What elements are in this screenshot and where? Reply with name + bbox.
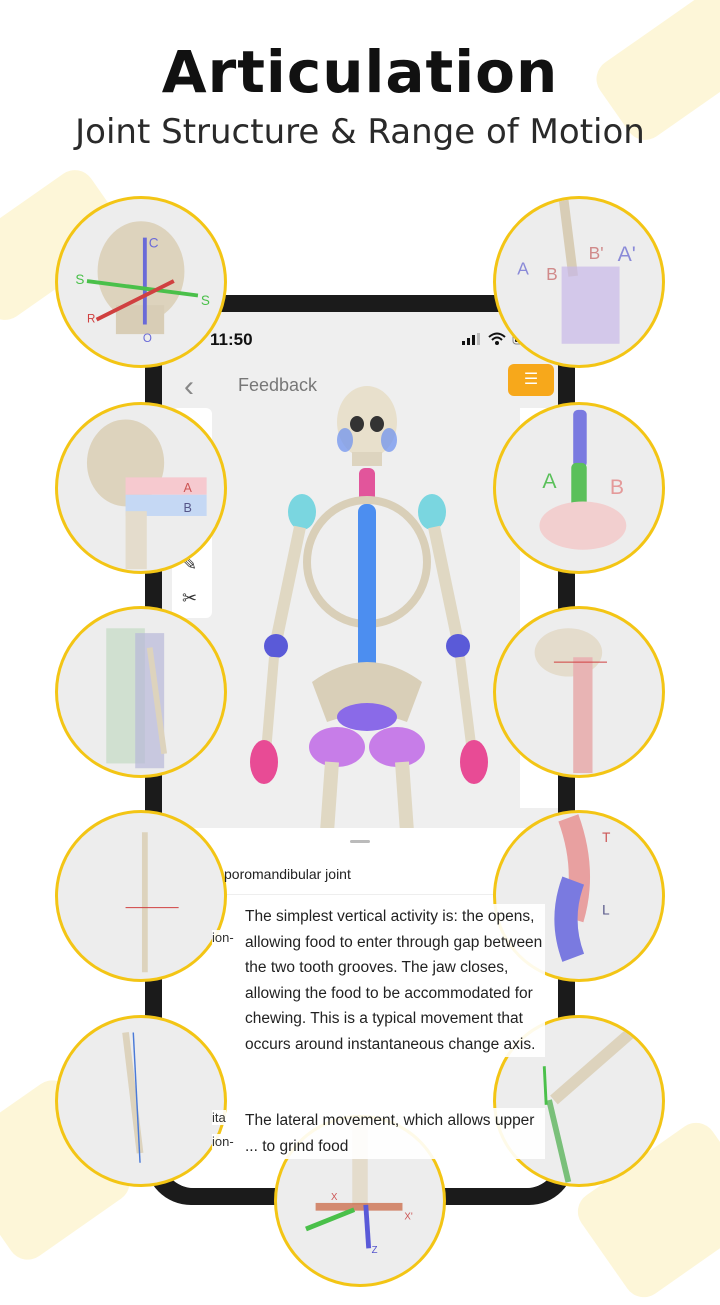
nav-title[interactable]: Feedback <box>238 375 318 395</box>
menu-button[interactable]: ☰ <box>508 364 554 396</box>
svg-text:L: L <box>602 902 610 917</box>
paragraph-2: The lateral movement, which allows upper… <box>245 1108 545 1159</box>
svg-text:X: X <box>331 1192 338 1203</box>
side-label: ion- <box>212 1134 234 1149</box>
svg-text:T: T <box>602 830 610 845</box>
wifi-icon <box>488 332 506 345</box>
paragraph-1: The simplest vertical activity is: the o… <box>245 904 545 1057</box>
phone-screen: 11:50 ‹ Feedback ☰ ✎ ✂ poromandibular jo… <box>162 312 558 1188</box>
svg-text:B: B <box>610 476 624 499</box>
page-title: Articulation <box>161 38 559 106</box>
back-button[interactable]: ‹ <box>184 370 194 403</box>
skeleton-model[interactable] <box>232 382 502 832</box>
spine-circle[interactable]: A B <box>493 402 665 574</box>
svg-text:O: O <box>143 333 152 345</box>
svg-text:A': A' <box>618 243 636 266</box>
forearm-axis-circle[interactable] <box>55 1015 227 1187</box>
svg-text:S: S <box>201 293 210 308</box>
drag-handle[interactable] <box>350 840 370 843</box>
svg-text:Z: Z <box>372 1245 378 1256</box>
svg-text:X': X' <box>404 1211 412 1222</box>
side-label: ita <box>212 1110 226 1125</box>
neck-planes-circle[interactable]: A B <box>55 402 227 574</box>
shoulder-planes-circle[interactable] <box>55 606 227 778</box>
joint-name: poromandibular joint <box>224 866 351 882</box>
svg-text:S: S <box>75 272 84 287</box>
scissors-icon[interactable]: ✂ <box>182 588 198 608</box>
skull-axes-circle[interactable]: C S S R O <box>55 196 227 368</box>
page-subtitle: Joint Structure & Range of Motion <box>75 112 645 152</box>
svg-text:A: A <box>517 258 529 278</box>
status-time: 11:50 <box>210 330 253 349</box>
svg-text:R: R <box>87 314 95 326</box>
svg-text:A: A <box>542 470 557 493</box>
signal-icon <box>462 333 480 345</box>
svg-text:B': B' <box>589 243 604 263</box>
hip-axes-circle[interactable] <box>493 606 665 778</box>
wrist-planes-circle[interactable]: A B B' A' <box>493 196 665 368</box>
svg-text:B: B <box>546 264 558 284</box>
spine-curve-circle[interactable]: T L <box>493 810 665 982</box>
info-panel: poromandibular joint ion- The simplest v… <box>162 828 558 1188</box>
svg-text:B: B <box>183 501 191 515</box>
svg-text:A: A <box>183 481 192 495</box>
arm-axis-circle[interactable] <box>55 810 227 982</box>
svg-text:C: C <box>149 235 159 250</box>
side-label: ion- <box>212 930 234 945</box>
